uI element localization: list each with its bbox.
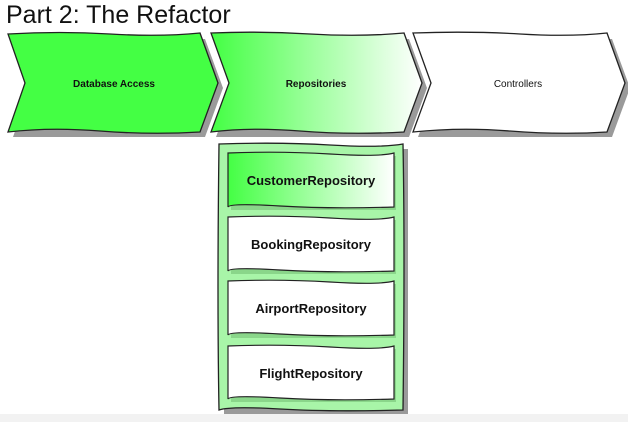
repo-box xyxy=(227,215,395,273)
stage-repositories[interactable]: Repositories xyxy=(210,31,427,137)
stage-controllers[interactable]: Controllers xyxy=(412,31,628,137)
repo-customer[interactable]: CustomerRepository xyxy=(227,151,396,210)
chevron-shape xyxy=(210,31,423,134)
bottom-strip xyxy=(0,414,628,422)
container-box xyxy=(217,142,405,412)
chevron-shape xyxy=(7,31,219,134)
repo-flight[interactable]: FlightRepository xyxy=(227,344,396,402)
repo-box xyxy=(227,344,395,401)
page-title: Part 2: The Refactor xyxy=(6,1,231,29)
repo-box xyxy=(227,279,395,337)
repo-label: CustomerRepository xyxy=(247,173,376,188)
stage-database-access[interactable]: Database Access xyxy=(7,31,223,138)
repo-airport[interactable]: AirportRepository xyxy=(227,279,396,338)
repo-label: AirportRepository xyxy=(255,301,367,316)
stage-label: Repositories xyxy=(286,79,347,90)
repo-box xyxy=(227,151,395,209)
stage-label: Database Access xyxy=(73,79,155,90)
stage-label: Controllers xyxy=(494,79,542,90)
repo-booking[interactable]: BookingRepository xyxy=(227,215,396,274)
chevron-shape xyxy=(412,31,626,134)
repo-label: BookingRepository xyxy=(251,237,372,252)
repo-label: FlightRepository xyxy=(259,366,363,381)
